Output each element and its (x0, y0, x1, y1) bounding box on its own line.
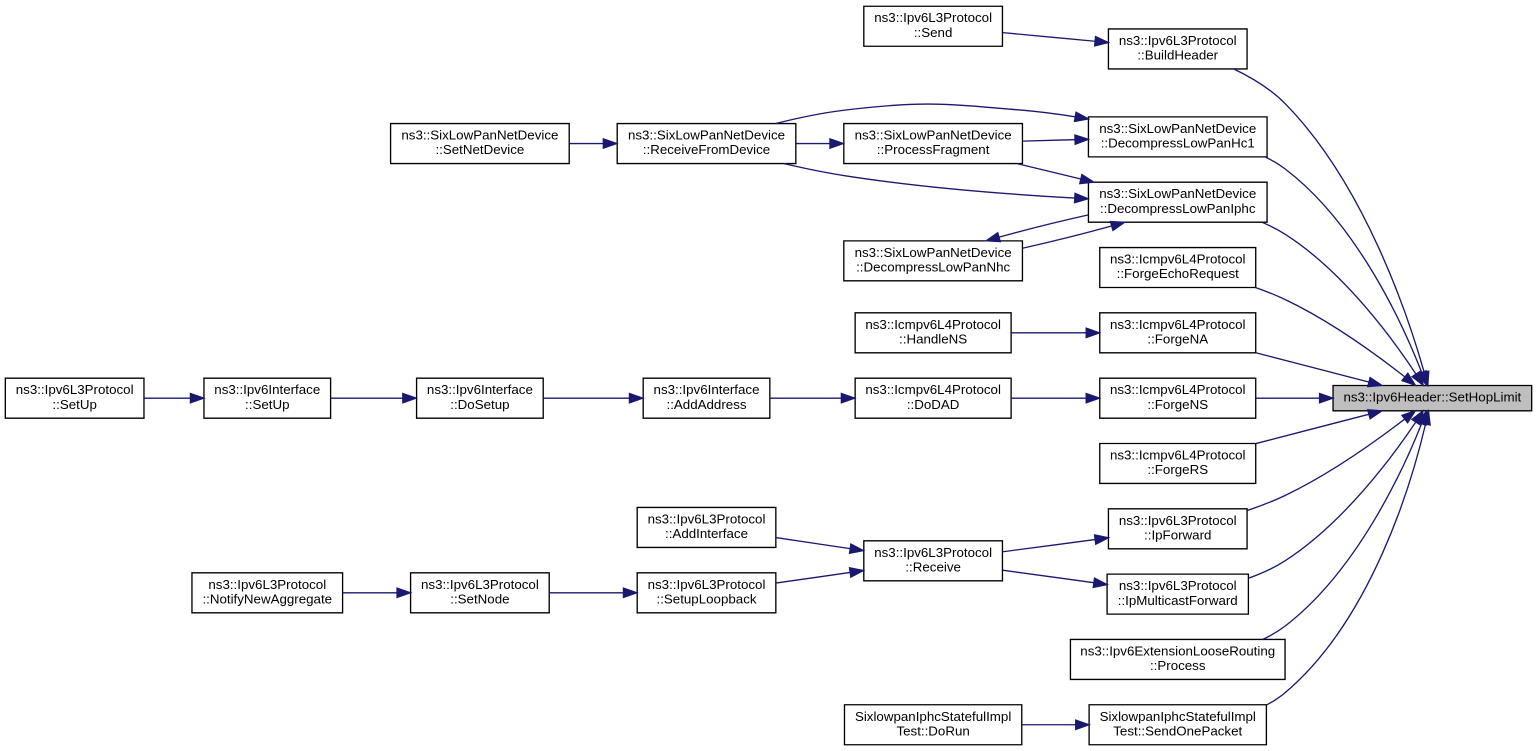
svg-text:::SetUp: ::SetUp (245, 397, 289, 412)
svg-text:::SetNode: ::SetNode (450, 591, 509, 606)
svg-text:ns3::SixLowPanNetDevice: ns3::SixLowPanNetDevice (855, 128, 1012, 143)
svg-text:::AddAddress: ::AddAddress (667, 397, 747, 412)
svg-text:::DecompressLowPanNhc: ::DecompressLowPanNhc (856, 260, 1010, 275)
svg-text:::ForgeNS: ::ForgeNS (1147, 397, 1208, 412)
svg-text:ns3::SixLowPanNetDevice: ns3::SixLowPanNetDevice (855, 245, 1012, 260)
svg-text:::SetupLoopback: ::SetupLoopback (656, 591, 756, 606)
svg-text:::AddInterface: ::AddInterface (665, 526, 748, 541)
svg-text:ns3::Ipv6L3Protocol: ns3::Ipv6L3Protocol (1119, 578, 1237, 593)
svg-text:ns3::Ipv6Header::SetHopLimit: ns3::Ipv6Header::SetHopLimit (1343, 389, 1521, 404)
svg-text:::HandleNS: ::HandleNS (899, 332, 967, 347)
svg-text:::SetNetDevice: ::SetNetDevice (435, 142, 524, 157)
svg-text:::ForgeEchoRequest: ::ForgeEchoRequest (1117, 266, 1240, 281)
svg-text:::ProcessFragment: ::ProcessFragment (877, 142, 990, 157)
svg-text:ns3::SixLowPanNetDevice: ns3::SixLowPanNetDevice (1099, 121, 1256, 136)
svg-text:::IpMulticastForward: ::IpMulticastForward (1118, 593, 1238, 608)
svg-text:SixlowpanIphcStatefulImpl: SixlowpanIphcStatefulImpl (855, 709, 1011, 724)
svg-text:ns3::Ipv6Interface: ns3::Ipv6Interface (427, 382, 533, 397)
svg-text:::DoSetup: ::DoSetup (450, 397, 509, 412)
svg-text:ns3::Ipv6L3Protocol: ns3::Ipv6L3Protocol (874, 10, 992, 25)
svg-text:::ReceiveFromDevice: ::ReceiveFromDevice (643, 142, 770, 157)
svg-text:ns3::Icmpv6L4Protocol: ns3::Icmpv6L4Protocol (1110, 252, 1246, 267)
svg-text:ns3::Ipv6L3Protocol: ns3::Ipv6L3Protocol (208, 577, 326, 592)
svg-text:ns3::Ipv6L3Protocol: ns3::Ipv6L3Protocol (874, 545, 992, 560)
svg-text:ns3::Ipv6L3Protocol: ns3::Ipv6L3Protocol (1119, 513, 1237, 528)
svg-text:ns3::Ipv6Interface: ns3::Ipv6Interface (654, 382, 760, 397)
svg-text:ns3::Icmpv6L4Protocol: ns3::Icmpv6L4Protocol (865, 382, 1001, 397)
svg-text:::Send: ::Send (914, 25, 953, 40)
svg-text:SixlowpanIphcStatefulImpl: SixlowpanIphcStatefulImpl (1100, 709, 1256, 724)
svg-text:ns3::Ipv6Interface: ns3::Ipv6Interface (214, 382, 320, 397)
svg-text:::BuildHeader: ::BuildHeader (1137, 48, 1218, 63)
svg-text:::DecompressLowPanIphc: ::DecompressLowPanIphc (1100, 201, 1256, 216)
svg-text:ns3::Ipv6L3Protocol: ns3::Ipv6L3Protocol (421, 577, 539, 592)
svg-text:::Process: ::Process (1150, 658, 1206, 673)
svg-text:ns3::Icmpv6L4Protocol: ns3::Icmpv6L4Protocol (1110, 317, 1246, 332)
svg-text:ns3::Icmpv6L4Protocol: ns3::Icmpv6L4Protocol (865, 317, 1001, 332)
svg-text:ns3::SixLowPanNetDevice: ns3::SixLowPanNetDevice (1099, 186, 1256, 201)
svg-text:ns3::Ipv6ExtensionLooseRouting: ns3::Ipv6ExtensionLooseRouting (1080, 643, 1275, 658)
svg-text:ns3::Ipv6L3Protocol: ns3::Ipv6L3Protocol (1119, 33, 1237, 48)
svg-text:Test::DoRun: Test::DoRun (896, 723, 969, 738)
svg-text:::ForgeRS: ::ForgeRS (1147, 462, 1208, 477)
svg-text:::NotifyNewAggregate: ::NotifyNewAggregate (202, 591, 332, 606)
svg-text:ns3::Icmpv6L4Protocol: ns3::Icmpv6L4Protocol (1110, 382, 1246, 397)
svg-text:Test::SendOnePacket: Test::SendOnePacket (1113, 723, 1242, 738)
svg-text:ns3::Ipv6L3Protocol: ns3::Ipv6L3Protocol (648, 511, 766, 526)
svg-text:ns3::SixLowPanNetDevice: ns3::SixLowPanNetDevice (401, 128, 558, 143)
svg-text:::ForgeNA: ::ForgeNA (1147, 332, 1208, 347)
svg-text:::SetUp: ::SetUp (52, 397, 96, 412)
svg-text:::Receive: ::Receive (905, 559, 961, 574)
svg-text:ns3::Ipv6L3Protocol: ns3::Ipv6L3Protocol (648, 577, 766, 592)
svg-text:ns3::Icmpv6L4Protocol: ns3::Icmpv6L4Protocol (1110, 447, 1246, 462)
svg-text:::IpForward: ::IpForward (1144, 527, 1211, 542)
svg-text:ns3::SixLowPanNetDevice: ns3::SixLowPanNetDevice (628, 128, 785, 143)
svg-text:ns3::Ipv6L3Protocol: ns3::Ipv6L3Protocol (16, 382, 134, 397)
svg-text:::DoDAD: ::DoDAD (907, 397, 960, 412)
svg-text:::DecompressLowPanHc1: ::DecompressLowPanHc1 (1101, 136, 1255, 151)
